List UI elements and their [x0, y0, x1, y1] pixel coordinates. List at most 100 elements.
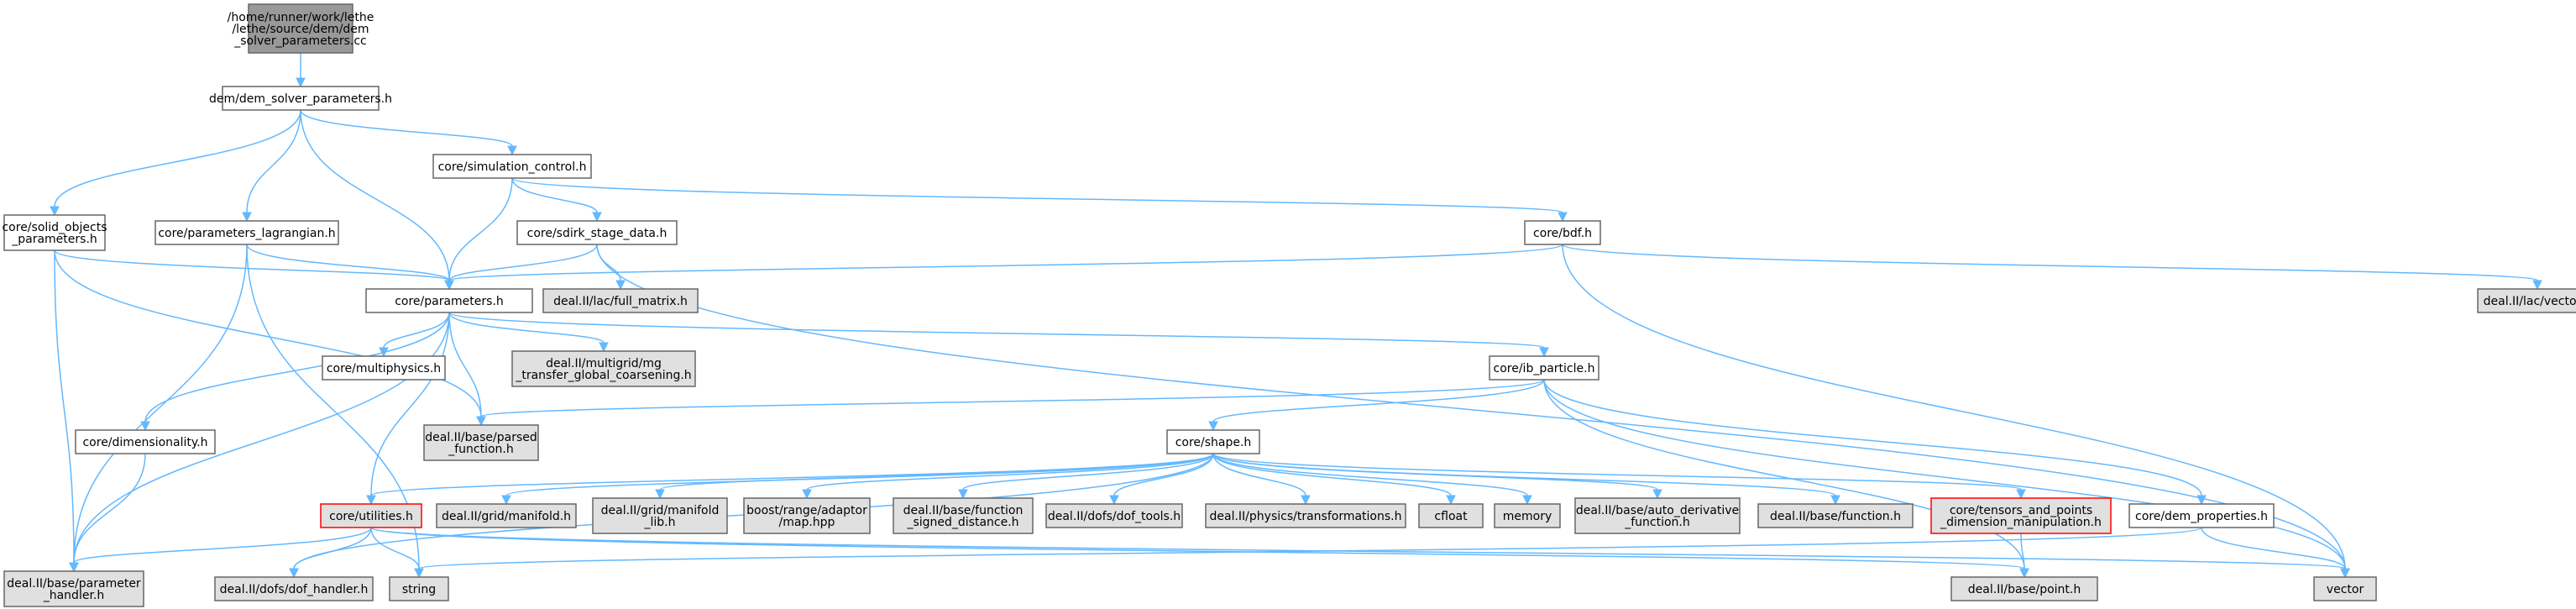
- node-box: [320, 503, 422, 528]
- node-mg-transfer[interactable]: deal.II/multigrid/mg_transfer_global_coa…: [511, 350, 696, 387]
- edge-shape-to-base_function: [1212, 453, 1840, 506]
- node-tensors[interactable]: core/tensors_and_points_dimension_manipu…: [1930, 497, 2112, 534]
- node-label: deal.II/grid/manifold: [601, 504, 720, 517]
- node-label: deal.II/base/function.h: [1770, 510, 1901, 523]
- node-parsed-function[interactable]: deal.II/base/parsed_function.h: [423, 424, 539, 461]
- node-full-matrix[interactable]: deal.II/lac/full_matrix.h: [542, 288, 699, 313]
- node-cfloat[interactable]: cfloat: [1418, 503, 1484, 528]
- edge-shape-to-cfloat: [1212, 453, 1456, 506]
- node-box: [3, 214, 106, 251]
- edge-shape-to-manifold_lib: [655, 453, 1214, 500]
- node-parameters[interactable]: core/parameters.h: [365, 288, 533, 313]
- edge-shape-to-transformations: [1212, 453, 1311, 506]
- node-multiphysics[interactable]: core/multiphysics.h: [322, 355, 446, 381]
- node-box: [75, 429, 216, 454]
- node-label: deal.II/dofs/dof_tools.h: [1048, 510, 1181, 523]
- node-root[interactable]: /home/runner/work/lethe/lethe/source/dem…: [228, 3, 374, 54]
- node-dimensionality[interactable]: core/dimensionality.h: [75, 429, 216, 454]
- node-dof-handler[interactable]: deal.II/dofs/dof_handler.h: [214, 576, 374, 601]
- edge-bdf-to-lac_vector: [1562, 244, 2542, 291]
- edge-parameters-to-utilities: [366, 312, 450, 506]
- node-dof-tools[interactable]: deal.II/dofs/dof_tools.h: [1045, 503, 1183, 528]
- node-label: deal.II/multigrid/mg: [546, 357, 662, 370]
- node-label: core/bdf.h: [1533, 227, 1592, 240]
- node-label: _lib.h: [644, 516, 676, 529]
- node-parameters-lagrangian[interactable]: core/parameters_lagrangian.h: [154, 220, 339, 245]
- node-grid-manifold[interactable]: deal.II/grid/manifold.h: [436, 503, 577, 528]
- node-box: [423, 424, 539, 461]
- node-string[interactable]: string: [389, 576, 449, 601]
- node-label: /map.hpp: [779, 516, 835, 529]
- node-transformations[interactable]: deal.II/physics/transformations.h: [1205, 503, 1406, 528]
- node-label: deal.II/lac/vector.h: [2484, 295, 2576, 308]
- node-point[interactable]: deal.II/base/point.h: [1950, 576, 2098, 601]
- node-box: [3, 570, 144, 607]
- node-label: deal.II/lac/full_matrix.h: [553, 295, 688, 308]
- node-solid-objects[interactable]: core/solid_objects_parameters.h: [2, 214, 107, 251]
- node-box: [1205, 503, 1406, 528]
- edge-sdirk-to-full_matrix: [596, 244, 626, 291]
- node-label: cfloat: [1434, 510, 1468, 523]
- node-box: [436, 503, 577, 528]
- node-bdf[interactable]: core/bdf.h: [1524, 220, 1601, 245]
- node-manifold-lib[interactable]: deal.II/grid/manifold_lib.h: [592, 497, 728, 534]
- node-box: [365, 288, 533, 313]
- node-simulation-control[interactable]: core/simulation_control.h: [432, 154, 592, 179]
- node-ib-particle[interactable]: core/ib_particle.h: [1489, 355, 1600, 381]
- edge-shape-to-dof_tools: [1109, 453, 1214, 506]
- node-shape[interactable]: core/shape.h: [1166, 429, 1260, 454]
- edge-parameters-to-mg_transfer: [448, 312, 609, 353]
- edge-utilities-to-vector: [370, 527, 2350, 579]
- node-box: [893, 497, 1034, 534]
- node-box: [2313, 576, 2377, 601]
- node-box: [214, 576, 374, 601]
- node-base-function[interactable]: deal.II/base/function.h: [1757, 503, 1914, 528]
- node-box: [1930, 497, 2112, 534]
- node-lac-vector[interactable]: deal.II/lac/vector.h: [2477, 288, 2576, 313]
- node-label: deal.II/base/function: [903, 504, 1024, 517]
- edge-dem_properties-to-vector: [2201, 527, 2350, 579]
- node-label: _dimension_manipulation.h: [1940, 516, 2102, 529]
- node-label: _signed_distance.h: [906, 516, 1018, 529]
- node-box: [1757, 503, 1914, 528]
- node-box: [1494, 503, 1561, 528]
- edge-ib_particle-to-dem_properties: [1543, 379, 2207, 506]
- node-label: _solver_parameters.cc: [233, 34, 366, 48]
- edge-solid_objects-to-param_handler: [54, 249, 79, 573]
- node-dem-solver-parameters[interactable]: dem/dem_solver_parameters.h: [209, 86, 392, 111]
- node-label: _transfer_global_coarsening.h: [515, 369, 691, 382]
- edge-sdirk-to-parameters: [444, 244, 598, 291]
- node-auto-derivative[interactable]: deal.II/base/auto_derivative_function.h: [1574, 497, 1741, 534]
- node-label: deal.II/base/parsed: [425, 431, 537, 444]
- node-label: core/solid_objects: [2, 221, 107, 234]
- node-box: [1950, 576, 2098, 601]
- node-utilities[interactable]: core/utilities.h: [320, 503, 422, 528]
- node-label: string: [402, 583, 436, 596]
- node-function-sd[interactable]: deal.II/base/function_signed_distance.h: [893, 497, 1034, 534]
- node-dem-properties[interactable]: core/dem_properties.h: [2128, 503, 2275, 528]
- node-vector[interactable]: vector: [2313, 576, 2377, 601]
- edge-utilities-to-param_handler: [69, 527, 372, 573]
- node-label: dem/dem_solver_parameters.h: [209, 92, 392, 106]
- node-label: _handler.h: [43, 589, 105, 602]
- node-box: [432, 154, 592, 179]
- node-label: _function.h: [1624, 516, 1690, 529]
- edge-shape-to-boost_adaptor: [802, 453, 1214, 500]
- node-label: core/tensors_and_points: [1950, 504, 2092, 517]
- node-param-handler[interactable]: deal.II/base/parameter_handler.h: [3, 570, 144, 607]
- node-box: [511, 350, 696, 387]
- node-box: [1418, 503, 1484, 528]
- node-label: deal.II/physics/transformations.h: [1210, 510, 1402, 523]
- edge-parameters_lagrangian-to-parameters: [246, 244, 454, 291]
- node-box: [1166, 429, 1260, 454]
- node-box: [2128, 503, 2275, 528]
- node-box: [2477, 288, 2576, 313]
- node-label: _function.h: [448, 443, 514, 456]
- node-label: deal.II/base/point.h: [1968, 583, 2081, 596]
- node-memory[interactable]: memory: [1494, 503, 1561, 528]
- node-box: [1045, 503, 1183, 528]
- node-boost-adaptor[interactable]: boost/range/adaptor/map.hpp: [743, 497, 871, 534]
- node-sdirk[interactable]: core/sdirk_stage_data.h: [516, 220, 678, 245]
- edge-ib_particle-to-shape: [1208, 379, 1545, 432]
